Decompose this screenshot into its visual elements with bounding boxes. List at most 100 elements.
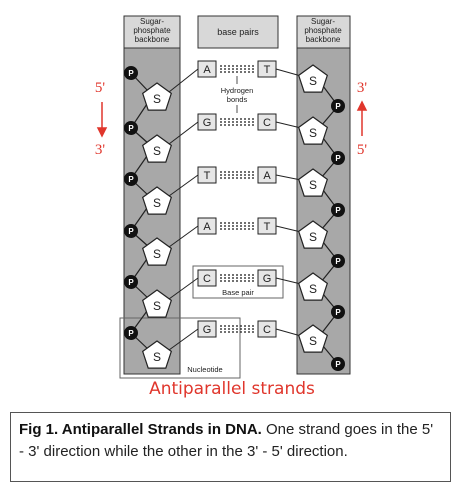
- hydrogen-bond-dot: [240, 228, 242, 230]
- hydrogen-bond-dot: [252, 124, 254, 126]
- hydrogen-bond-dot: [248, 177, 250, 179]
- right-phosphate: [331, 99, 345, 113]
- hydrogen-bond-dot: [244, 65, 246, 67]
- hydrogen-bond-dot: [228, 228, 230, 230]
- hydrogen-bond-dot: [244, 228, 246, 230]
- hydrogen-bond-dot: [252, 121, 254, 123]
- left-base-box: [197, 113, 217, 131]
- hydrogen-bond-dot: [232, 71, 234, 73]
- hydrogen-bond-dot: [236, 65, 238, 67]
- right-phosphate-label: P: [335, 154, 341, 163]
- hydrogen-bond-dot: [220, 118, 222, 120]
- left-sugar-label: S: [153, 350, 161, 364]
- hydrogen-bond-dot: [224, 328, 226, 330]
- hydrogen-bond-dot: [236, 222, 238, 224]
- left-base-label: A: [203, 221, 211, 233]
- hydrogen-bond-dot: [248, 280, 250, 282]
- hydrogen-bond-dot: [228, 68, 230, 70]
- hydrogen-bond-dot: [248, 222, 250, 224]
- hydrogen-bond-dot: [224, 71, 226, 73]
- hydrogen-bond-dot: [248, 118, 250, 120]
- hydrogen-bond-dot: [228, 177, 230, 179]
- right-base-box: [257, 269, 277, 287]
- hydrogen-bond-dot: [220, 124, 222, 126]
- left-base-label: G: [203, 324, 212, 336]
- right-base-label: A: [263, 170, 271, 182]
- hydrogen-bond-dot: [240, 277, 242, 279]
- hydrogen-bond-dot: [224, 222, 226, 224]
- left-base-label: A: [203, 64, 211, 76]
- hydrogen-bond-dot: [232, 280, 234, 282]
- hydrogen-bond-dot: [232, 65, 234, 67]
- right-phosphate-label: P: [335, 102, 341, 111]
- hydrogen-bond-dot: [244, 277, 246, 279]
- left-base-box: [197, 320, 217, 338]
- left-sugar-base-link: [168, 225, 199, 248]
- left-base-label: T: [204, 170, 211, 182]
- hydrogen-bond-dot: [228, 118, 230, 120]
- hydrogen-bond-dot: [224, 177, 226, 179]
- hydrogen-bond-dot: [220, 325, 222, 327]
- figure-caption: Fig 1. Antiparallel Strands in DNA. One …: [10, 412, 451, 482]
- hydrogen-bond-dot: [220, 222, 222, 224]
- hydrogen-bond-dot: [220, 225, 222, 227]
- hydrogen-bond-dot: [252, 171, 254, 173]
- hydrogen-bond-dot: [224, 124, 226, 126]
- hydrogen-bond-dot: [224, 65, 226, 67]
- hydrogen-bond-dot: [248, 277, 250, 279]
- hydrogen-bond-dot: [236, 174, 238, 176]
- hydrogen-bond-dot: [220, 121, 222, 123]
- hydrogen-bonds-line1: Hydrogen: [221, 86, 254, 95]
- hydrogen-bond-dot: [240, 331, 242, 333]
- hydrogen-bond-dot: [220, 171, 222, 173]
- hydrogen-bond-dot: [228, 328, 230, 330]
- right-phosphate: [331, 254, 345, 268]
- right-sugar-base-link: [275, 277, 302, 285]
- left-phosphate: [124, 66, 138, 80]
- hydrogen-bond-dot: [220, 65, 222, 67]
- right-phosphate-label: P: [335, 257, 341, 266]
- hydrogen-bond-dot: [224, 325, 226, 327]
- hydrogen-bond-dot: [224, 331, 226, 333]
- left-sugar: [141, 186, 173, 215]
- nucleotide-box: [119, 317, 241, 379]
- hydrogen-bond-dot: [248, 68, 250, 70]
- hydrogen-bond-dot: [236, 225, 238, 227]
- hydrogen-bond-dot: [240, 71, 242, 73]
- right-base-box: [257, 113, 277, 131]
- right-sugar-label: S: [309, 178, 317, 192]
- right-sugar-label: S: [309, 126, 317, 140]
- right-sugar-base-link: [275, 174, 302, 181]
- left-phosphate-label: P: [128, 227, 134, 236]
- hydrogen-bond-dot: [224, 174, 226, 176]
- hydrogen-bond-dot: [252, 228, 254, 230]
- hydrogen-bond-dot: [228, 331, 230, 333]
- right-bottom-direction: 5': [357, 142, 368, 158]
- hydrogen-bond-dot: [240, 225, 242, 227]
- hydrogen-bond-dot: [236, 328, 238, 330]
- hydrogen-bond-dot: [236, 68, 238, 70]
- hydrogen-bond-dot: [236, 325, 238, 327]
- hydrogen-bond-dot: [244, 118, 246, 120]
- hydrogen-bond-dot: [220, 174, 222, 176]
- hydrogen-bond-dot: [232, 121, 234, 123]
- hydrogen-bond-dot: [236, 274, 238, 276]
- left-bottom-direction: 3': [95, 142, 106, 158]
- hydrogen-bond-dot: [248, 325, 250, 327]
- hydrogen-bond-dot: [232, 222, 234, 224]
- hydrogen-bond-dot: [220, 71, 222, 73]
- hydrogen-bond-dot: [232, 118, 234, 120]
- hydrogen-bond-dot: [236, 280, 238, 282]
- hydrogen-bond-dot: [220, 277, 222, 279]
- hydrogen-bond-dot: [224, 277, 226, 279]
- right-direction-arrowhead: [356, 100, 368, 111]
- left-header-box: [123, 15, 181, 49]
- hydrogen-bond-dot: [244, 71, 246, 73]
- hydrogen-bond-dot: [248, 124, 250, 126]
- hydrogen-bond-dot: [252, 71, 254, 73]
- right-sugar-label: S: [309, 74, 317, 88]
- hydrogen-bond-dot: [252, 274, 254, 276]
- hydrogen-bond-dot: [228, 280, 230, 282]
- hydrogen-bond-dot: [220, 177, 222, 179]
- left-direction-arrowhead: [96, 127, 108, 138]
